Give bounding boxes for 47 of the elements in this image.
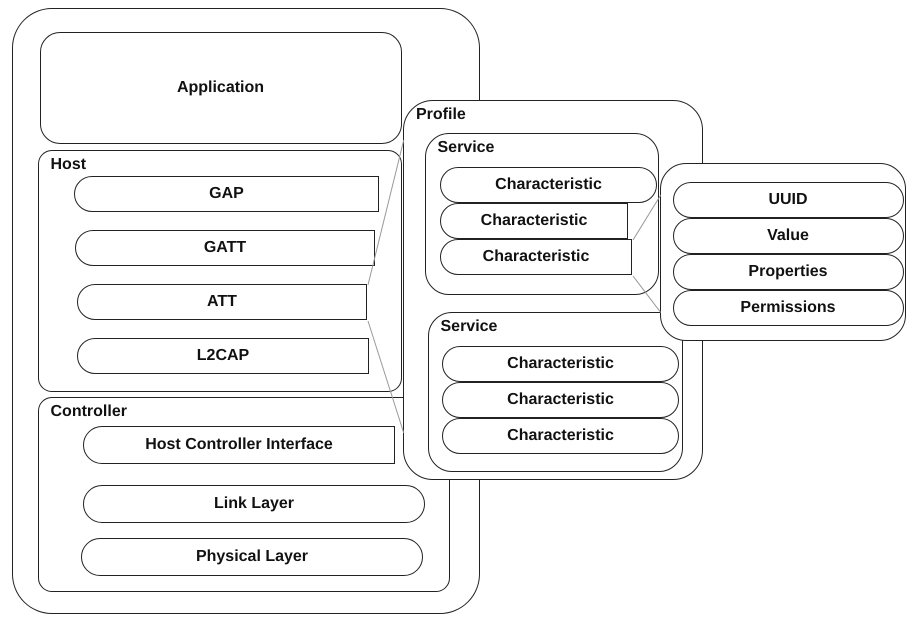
layer-label: Characteristic bbox=[480, 211, 588, 231]
layer-label: Characteristic bbox=[507, 354, 614, 374]
layer-label: ATT bbox=[207, 292, 237, 312]
layer-pill bbox=[83, 485, 425, 523]
layer-pill bbox=[40, 32, 402, 144]
layer-pill bbox=[83, 426, 395, 464]
layer-label: Physical Layer bbox=[196, 547, 308, 567]
layer-pill bbox=[442, 382, 679, 418]
layer-pill bbox=[81, 538, 423, 576]
layer-pill bbox=[77, 338, 369, 374]
layer-label: Value bbox=[767, 226, 809, 246]
layer-label: L2CAP bbox=[196, 346, 250, 366]
layer-label: Characteristic bbox=[507, 390, 614, 410]
layer-label: Characteristic bbox=[495, 175, 602, 195]
group-heading: Profile bbox=[416, 105, 466, 124]
group-heading: Controller bbox=[50, 402, 127, 421]
layer-label: GAP bbox=[209, 184, 244, 204]
layer-pill bbox=[75, 230, 375, 266]
layer-label: Application bbox=[176, 78, 264, 98]
layer-pill bbox=[440, 203, 628, 239]
layer-pill bbox=[672, 182, 904, 218]
layer-pill bbox=[74, 176, 379, 212]
layer-pill bbox=[77, 284, 367, 320]
layer-pill bbox=[442, 346, 679, 382]
group-panel bbox=[428, 312, 682, 472]
layer-pill bbox=[440, 167, 657, 203]
layer-label: Permissions bbox=[740, 298, 836, 318]
layer-pill bbox=[672, 290, 904, 326]
group-heading: Host bbox=[50, 154, 86, 174]
group-panel bbox=[424, 132, 658, 294]
layer-label: Link Layer bbox=[214, 494, 294, 514]
layer-label: Characteristic bbox=[507, 426, 614, 446]
layer-label: Host Controller Interface bbox=[145, 435, 333, 455]
layer-pill bbox=[440, 239, 632, 275]
layer-pill bbox=[442, 418, 679, 454]
rounded-frame bbox=[660, 163, 906, 341]
layer-label: Characteristic bbox=[482, 247, 590, 267]
layer-label: UUID bbox=[768, 190, 808, 210]
layer-label: Properties bbox=[748, 262, 828, 282]
group-panel bbox=[38, 396, 450, 592]
layer-pill bbox=[672, 218, 904, 254]
group-heading: Service bbox=[440, 316, 498, 336]
group-panel bbox=[403, 100, 703, 480]
group-heading: Service bbox=[438, 138, 494, 157]
group-panel bbox=[38, 150, 402, 392]
layer-label: GATT bbox=[204, 238, 246, 258]
layer-pill bbox=[672, 254, 904, 290]
